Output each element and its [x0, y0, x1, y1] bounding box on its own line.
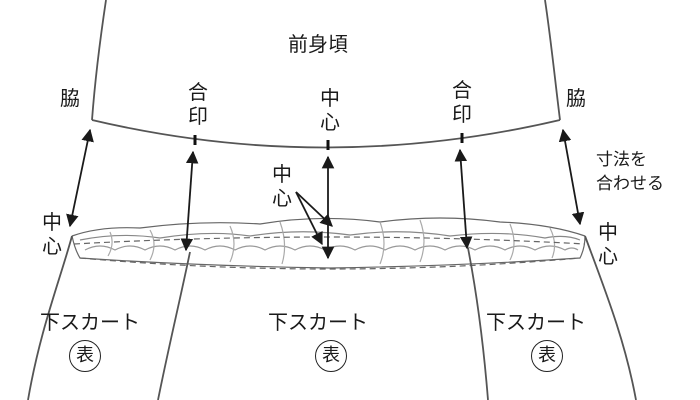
- face-side-mark-center: 表: [315, 340, 347, 372]
- skirt-center-right-line1: 中: [598, 220, 618, 244]
- skirt-center-right-line2: 心: [598, 244, 618, 268]
- stitch-lines: [73, 236, 586, 270]
- skirt-center-mid-line2: 心: [272, 186, 292, 210]
- skirt-center-left-line1: 中: [42, 210, 62, 234]
- side-label-left: 脇: [60, 86, 80, 110]
- skirt-center-label-right: 中 心: [596, 220, 620, 268]
- center-pointer-a: [295, 191, 323, 246]
- bodice-marks: [193, 133, 464, 150]
- skirt-panel-label-center: 下スカート: [268, 310, 368, 334]
- panel-divider-right: [467, 247, 489, 400]
- front-bodice-title: 前身頃: [288, 32, 348, 56]
- notch-label-right: 合 印: [450, 78, 474, 126]
- center-label-top-line2: 心: [320, 110, 340, 134]
- skirt-right-side: [584, 235, 637, 400]
- side-arrow-right: [558, 128, 585, 226]
- match-note-line1: 寸法を: [596, 150, 647, 170]
- face-side-mark-left: 表: [69, 340, 101, 372]
- notch-label-right-line1: 合: [452, 78, 472, 102]
- notch-label-left-line1: 合: [188, 80, 208, 104]
- match-note-line2: 合わせる: [596, 174, 664, 194]
- notch-label-left-line2: 印: [188, 104, 208, 128]
- panel-divider-left: [157, 251, 191, 400]
- match-note: 寸法を 合わせる: [596, 148, 664, 196]
- face-side-mark-right: 表: [531, 340, 563, 372]
- skirt-panel-label-left: 下スカート: [40, 310, 140, 334]
- skirt-center-mid-line1: 中: [272, 162, 292, 186]
- side-label-right: 脇: [566, 86, 586, 110]
- front-bodice-outline: [91, 0, 561, 149]
- notch-label-left: 合 印: [186, 80, 210, 128]
- skirt-center-left-line2: 心: [42, 234, 62, 258]
- notch-label-right-line2: 印: [452, 102, 472, 126]
- notch-arrow-right: [454, 148, 473, 250]
- skirt-center-label-left: 中 心: [40, 210, 64, 258]
- notch-arrow-left: [180, 150, 199, 252]
- skirt-panel-label-right: 下スカート: [486, 310, 586, 334]
- skirt-outlines: [27, 235, 637, 400]
- center-pointer-b: [295, 191, 333, 227]
- skirt-center-label-mid: 中 心: [270, 162, 294, 210]
- center-label-top-line1: 中: [320, 86, 340, 110]
- center-label-top: 中 心: [318, 86, 342, 134]
- matching-arrows: [66, 128, 585, 260]
- skirt-left-side: [27, 235, 73, 400]
- side-arrow-left: [66, 128, 94, 228]
